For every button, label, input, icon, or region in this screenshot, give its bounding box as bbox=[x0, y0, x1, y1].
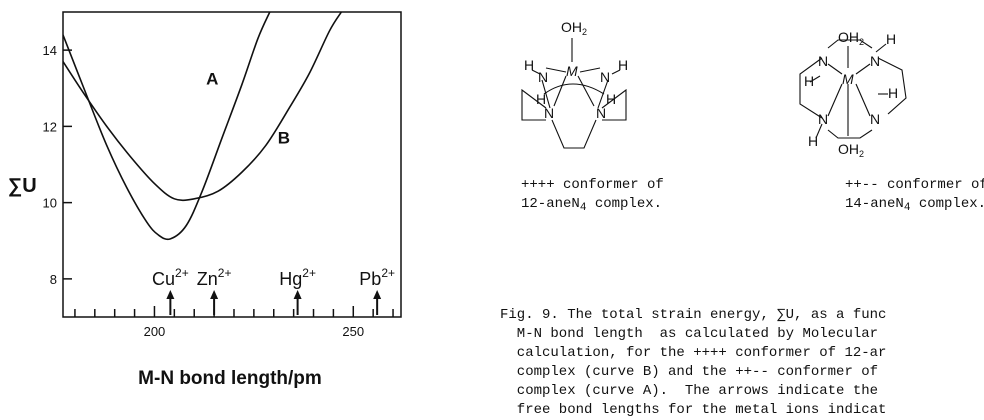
x-axis-label: M-N bond length/pm bbox=[138, 368, 322, 389]
caption-line: free bond lengths for the metal ions ind… bbox=[500, 402, 887, 418]
curve-b-label: B bbox=[278, 129, 290, 148]
h-label-2d: H bbox=[808, 133, 818, 149]
caption-line: calculation, for the ++++ conformer of 1… bbox=[500, 345, 887, 361]
ion-label-zn: Zn2+ bbox=[197, 266, 232, 289]
plot-frame bbox=[62, 11, 402, 318]
metal-label-1: M bbox=[566, 63, 578, 79]
curve-a-label: A bbox=[206, 69, 218, 88]
y-axis-ticks: 8 10 12 14 bbox=[43, 43, 72, 287]
ion-arrowhead bbox=[293, 290, 302, 299]
curve-a bbox=[63, 12, 271, 241]
n-label-1d: N bbox=[596, 105, 606, 121]
caption-line: Fig. 9. The total strain energy, ∑U, as … bbox=[500, 307, 887, 323]
caption-line: complex (curve A). The arrows indicate t… bbox=[500, 383, 879, 399]
ion-arrowhead bbox=[373, 290, 382, 299]
ion-label-cu: Cu2+ bbox=[152, 266, 189, 289]
strain-energy-chart: 8 10 12 14 200 250 Cu2+ Zn2+ Hg2+ Pb2+ ∑U M-N b… bbox=[8, 11, 402, 389]
h-label-2c: H bbox=[888, 85, 898, 101]
ion-arrowhead bbox=[166, 290, 175, 299]
n-label-2a: N bbox=[818, 53, 828, 69]
n-label-2d: N bbox=[870, 111, 880, 127]
curves bbox=[63, 12, 343, 241]
ion-arrowhead bbox=[210, 290, 219, 299]
h-label-1d: H bbox=[606, 91, 616, 107]
figure-caption: Fig. 9. The total strain energy, ∑U, as … bbox=[500, 306, 984, 420]
y-tick-label: 12 bbox=[43, 119, 57, 134]
curve-b bbox=[63, 12, 343, 202]
n-label-1a: N bbox=[538, 69, 548, 85]
y-tick-label: 8 bbox=[50, 272, 57, 287]
conformer-line2: 12-aneN4 complex. bbox=[521, 196, 663, 214]
conformer-caption-12: ++++ conformer of 12-aneN4 complex. bbox=[521, 176, 664, 218]
oh2-label-2a: OH2 bbox=[838, 29, 864, 47]
y-tick-label: 14 bbox=[43, 43, 57, 58]
conformer-caption-14: ++-- conformer of 14-aneN4 complex. bbox=[845, 176, 984, 218]
molecule-14-anen4: OH2 OH2 M N N N N H H H H bbox=[799, 29, 907, 159]
h-label-2a: H bbox=[886, 31, 896, 47]
n-label-2c: N bbox=[818, 111, 828, 127]
ion-label-pb: Pb2+ bbox=[359, 266, 395, 289]
x-tick-label: 200 bbox=[144, 324, 166, 339]
h-label-1c: H bbox=[536, 91, 546, 107]
caption-line: complex (curve B) and the ++-- conformer… bbox=[500, 364, 879, 380]
n-label-1b: N bbox=[600, 69, 610, 85]
caption-line: M-N bond length as calculated by Molecul… bbox=[500, 326, 879, 342]
h-label-1a: H bbox=[524, 57, 534, 73]
ion-annotations: Cu2+ Zn2+ Hg2+ Pb2+ bbox=[152, 266, 395, 315]
ion-label-hg: Hg2+ bbox=[279, 266, 316, 289]
n-label-2b: N bbox=[870, 53, 880, 69]
metal-label-2: M bbox=[842, 71, 854, 87]
molecule-12-anen4: OH2 M N N N N H H H H bbox=[521, 19, 628, 149]
conformer-line1: ++++ conformer of bbox=[521, 177, 664, 193]
x-axis-ticks: 200 250 bbox=[74, 306, 394, 339]
oh2-label-2b: OH2 bbox=[838, 141, 864, 159]
h-label-2b: H bbox=[804, 73, 814, 89]
y-tick-label: 10 bbox=[43, 196, 57, 211]
conformer-line1: ++-- conformer of bbox=[845, 177, 984, 193]
conformer-line2: 14-aneN4 complex. bbox=[845, 196, 984, 214]
h-label-1b: H bbox=[618, 57, 628, 73]
n-label-1c: N bbox=[544, 105, 554, 121]
y-axis-label: ∑U bbox=[8, 175, 37, 197]
x-tick-label: 250 bbox=[342, 324, 364, 339]
oh2-label-1: OH2 bbox=[561, 19, 587, 37]
